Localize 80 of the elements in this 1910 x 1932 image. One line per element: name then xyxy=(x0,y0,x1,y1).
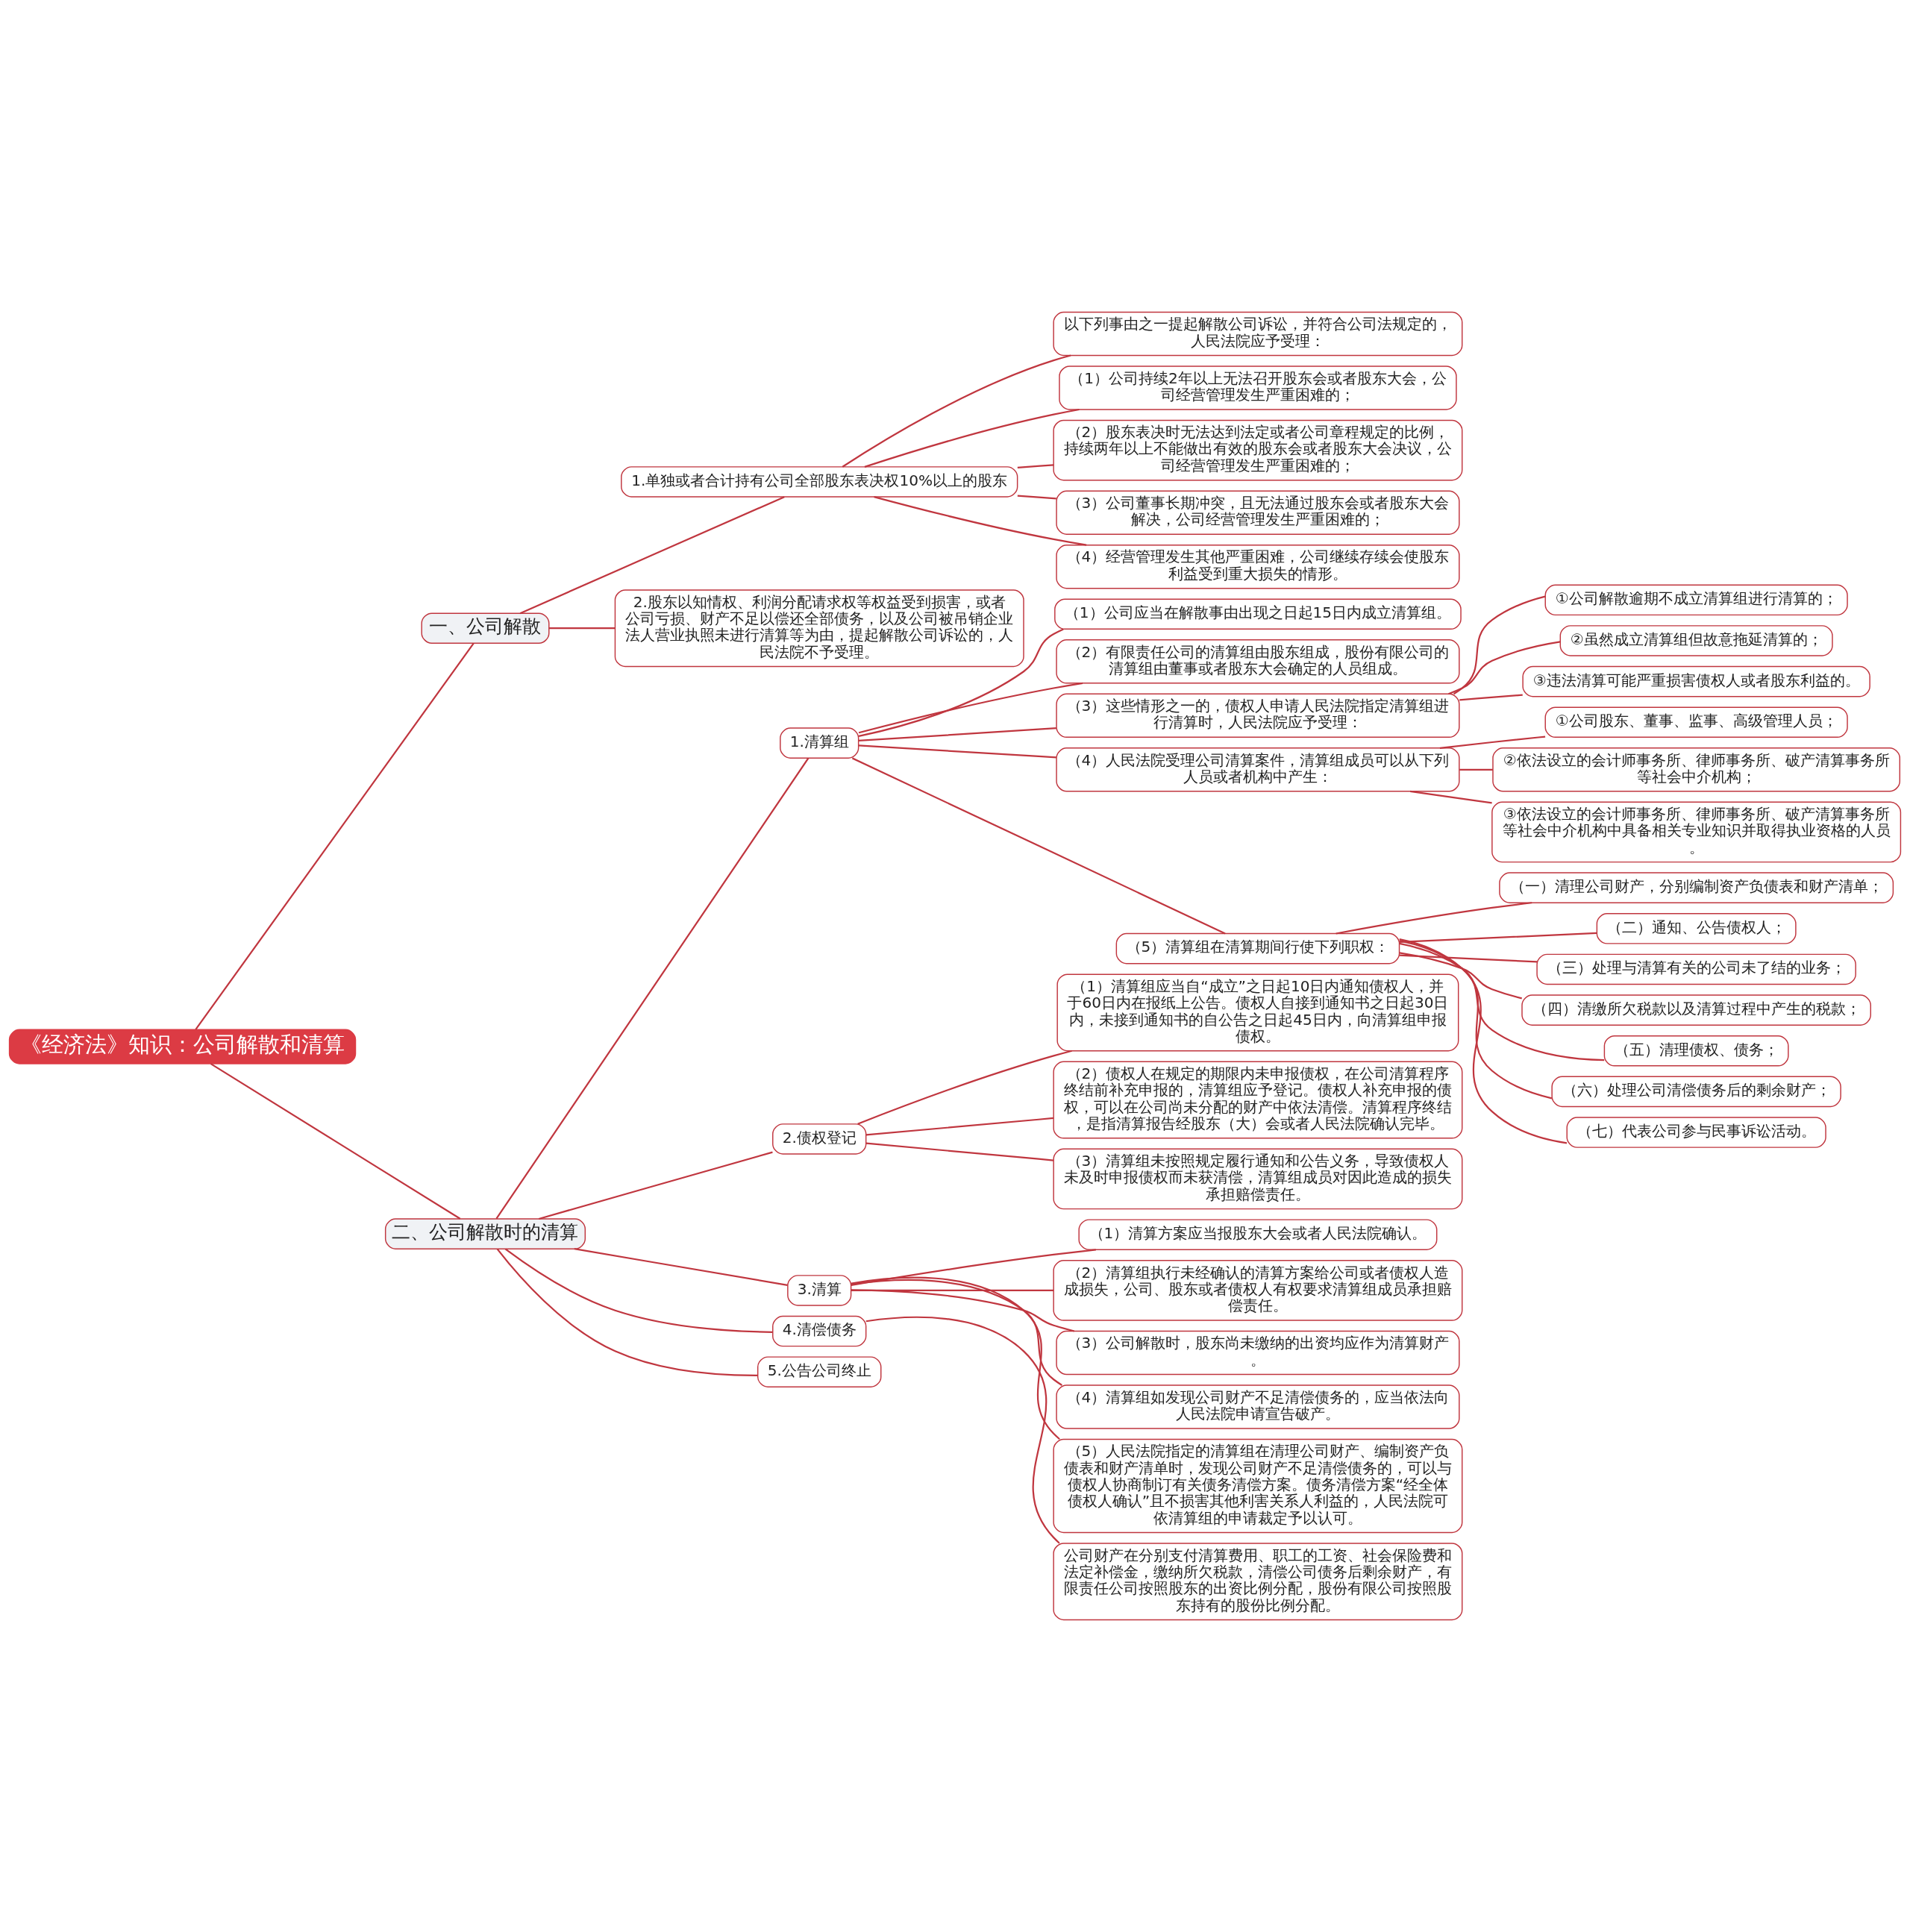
connector xyxy=(851,1289,1075,1332)
connector xyxy=(495,757,810,1220)
connector xyxy=(851,757,1226,935)
node-box: 1.单独或者合计持有公司全部股东表决权10%以上的股东 xyxy=(621,466,1018,498)
connector xyxy=(1399,939,1553,1100)
node-box: 公司财产在分别支付清算费用、职工的工资、社会保险费和法定补偿金，缴纳所欠税款，清偿公司债务后剩余财产，有限责任公司按照股东的出资比例分配，股份有限公司按照股东持有的股份比例分配。 xyxy=(1053,1543,1463,1621)
node-box: （1）清算组应当自“成立”之日起10日内通知债权人，并于60日内在报纸上公告。债权人自接到通知书之日起30日内，未接到通知书的自公告之日起45日内，向清算组申报债权。 xyxy=(1056,973,1459,1052)
connector xyxy=(851,1249,1096,1286)
node-box: （1）清算方案应当报股东大会或者人民法院确认。 xyxy=(1078,1219,1438,1250)
node-box: 4.清偿债务 xyxy=(772,1315,867,1347)
connector xyxy=(538,1151,773,1220)
node-box: （1）公司持续2年以上无法召开股东会或者股东大会，公司经营管理发生严重困难的； xyxy=(1059,366,1457,410)
node-box: （3）公司董事长期冲突，且无法通过股东会或者股东大会解决，公司经营管理发生严重困难的； xyxy=(1056,490,1460,535)
node-box: （一）清理公司财产，分别编制资产负债表和财产清单； xyxy=(1499,872,1894,903)
node-box: （二）通知、公告债权人； xyxy=(1596,913,1797,944)
node-box: （1）公司应当在解散事由出现之日起15日内成立清算组。 xyxy=(1054,598,1462,630)
node-box: 2.债权登记 xyxy=(772,1123,867,1155)
connector xyxy=(1017,464,1054,468)
connector xyxy=(851,1289,1053,1292)
node-box: （4）人民法院受理公司清算案件，清算组成员可以从下列人员或者机构中产生： xyxy=(1056,747,1460,792)
connector xyxy=(574,1248,788,1286)
connector xyxy=(1399,938,1568,1144)
node-box: （五）清理债权、债务； xyxy=(1603,1035,1789,1067)
connector xyxy=(865,1142,1053,1161)
node-box: 5.公告公司终止 xyxy=(757,1356,882,1387)
node-box: ②依法设立的会计师事务所、律师事务所、破产清算事务所等社会中介机构； xyxy=(1492,747,1901,792)
connector xyxy=(1399,954,1538,963)
connector xyxy=(858,628,1064,737)
connector xyxy=(195,642,475,1030)
node-box: （2）有限责任公司的清算组由股东组成，股份有限公司的清算组由董事或者股东大会确定的人员组成。 xyxy=(1056,639,1460,684)
node-box: 二、公司解散时的清算 xyxy=(384,1218,586,1249)
connector xyxy=(1017,495,1056,500)
connector xyxy=(1399,952,1522,1000)
node-box: ③违法清算可能严重损害债权人或者股东利益的。 xyxy=(1522,665,1870,697)
connector xyxy=(851,1279,1062,1386)
connector xyxy=(1453,595,1546,695)
connector xyxy=(858,744,1056,759)
node-box: （七）代表公司参与民事诉讼活动。 xyxy=(1566,1117,1826,1148)
connector xyxy=(857,1050,1072,1125)
connector xyxy=(1448,641,1561,695)
node-box: （3）这些情形之一的，债权人申请人民法院指定清算组进行清算时，人民法院应予受理： xyxy=(1056,693,1460,738)
connector xyxy=(858,727,1056,741)
connector xyxy=(519,496,785,615)
node-box: ③依法设立的会计师事务所、律师事务所、破产清算事务所等社会中介机构中具备相关专业知识并取得执业资格的人员。 xyxy=(1491,801,1902,863)
node-box: ②虽然成立清算组但故意拖延清算的； xyxy=(1559,625,1833,656)
connector xyxy=(504,1248,773,1333)
node-box: （5）清算组在清算期间行使下列职权： xyxy=(1115,932,1400,965)
connector xyxy=(865,1316,1060,1544)
connector xyxy=(548,627,616,630)
connector xyxy=(1336,902,1532,935)
node-box: （2）债权人在规定的期限内未申报债权，在公司清算程序终结前补充申报的，清算组应予登记。债权人补充申报的债权，可以在公司尚未分配的财产中依法清偿。清算程序终结，是指清算报告经股东（大）会或者人民法院确认完毕。 xyxy=(1053,1061,1463,1139)
node-box: 一、公司解散 xyxy=(421,612,550,644)
node-box: （3）清算组未按照规定履行通知和公告义务，导致债权人未及时申报债权而未获清偿，清算组成员对因此造成的损失承担赔偿责任。 xyxy=(1053,1148,1463,1210)
connector xyxy=(865,1117,1053,1136)
node-box: （4）清算组如发现公司财产不足清偿债务的，应当依法向人民法院申请宣告破产。 xyxy=(1056,1384,1460,1429)
node-box: 以下列事由之一提起解散公司诉讼，并符合公司法规定的，人民法院应予受理： xyxy=(1053,311,1463,357)
node-box: （三）处理与清算有关的公司未了结的业务； xyxy=(1536,953,1856,985)
connector xyxy=(1410,790,1492,804)
node-box: 2.股东以知情权、利润分配请求权等权益受到损害，或者公司亏损、财产不足以偿还全部债务，以及公司被吊销企业法人营业执照未进行清算等为由，提起解散公司诉讼的，人民法院不予受理。 xyxy=(614,589,1024,668)
connector xyxy=(1459,768,1493,771)
connector xyxy=(496,1248,758,1377)
connector xyxy=(864,408,1080,468)
node-box: （2）股东表决时无法达到法定或者公司章程规定的比例，持续两年以上不能做出有效的股东会或者股东大会决议，公司经营管理发生严重困难的； xyxy=(1053,419,1463,481)
connector xyxy=(1459,694,1523,701)
node-box: （六）处理公司清偿债务后的剩余财产； xyxy=(1551,1076,1841,1108)
node-box: ①公司股东、董事、监事、高级管理人员； xyxy=(1544,706,1848,738)
connector xyxy=(1399,932,1597,944)
node-box: （3）公司解散时，股东尚未缴纳的出资均应作为清算财产。 xyxy=(1056,1330,1460,1376)
node-box: 3.清算 xyxy=(787,1275,852,1306)
connector xyxy=(1399,942,1605,1061)
connector xyxy=(210,1063,461,1220)
node-box: （四）清缴所欠税款以及清算过程中产生的税款； xyxy=(1521,994,1871,1026)
node-box: 1.清算组 xyxy=(780,727,860,759)
node-box: 《经济法》知识：公司解散和清算 xyxy=(8,1029,357,1064)
connector xyxy=(851,1276,1060,1440)
node-box: ①公司解散逾期不成立清算组进行清算的； xyxy=(1544,584,1848,616)
node-box: （2）清算组执行未经确认的清算方案给公司或者债权人造成损失，公司、股东或者债权人有权要求清算组成员承担赔偿责任。 xyxy=(1053,1260,1463,1321)
connector xyxy=(1439,736,1546,749)
node-box: （4）经营管理发生其他严重困难，公司继续存续会使股东利益受到重大损失的情形。 xyxy=(1056,545,1460,589)
node-box: （5）人民法院指定的清算组在清理公司财产、编制资产负债表和财产清单时，发现公司财产不足清偿债务的，可以与债权人协商制订有关债务清偿方案。债务清偿方案“经全体债权人确认”且不损害其他利害关系人利益的，人民法院可依清算组的申请裁定予以认可。 xyxy=(1053,1438,1463,1534)
